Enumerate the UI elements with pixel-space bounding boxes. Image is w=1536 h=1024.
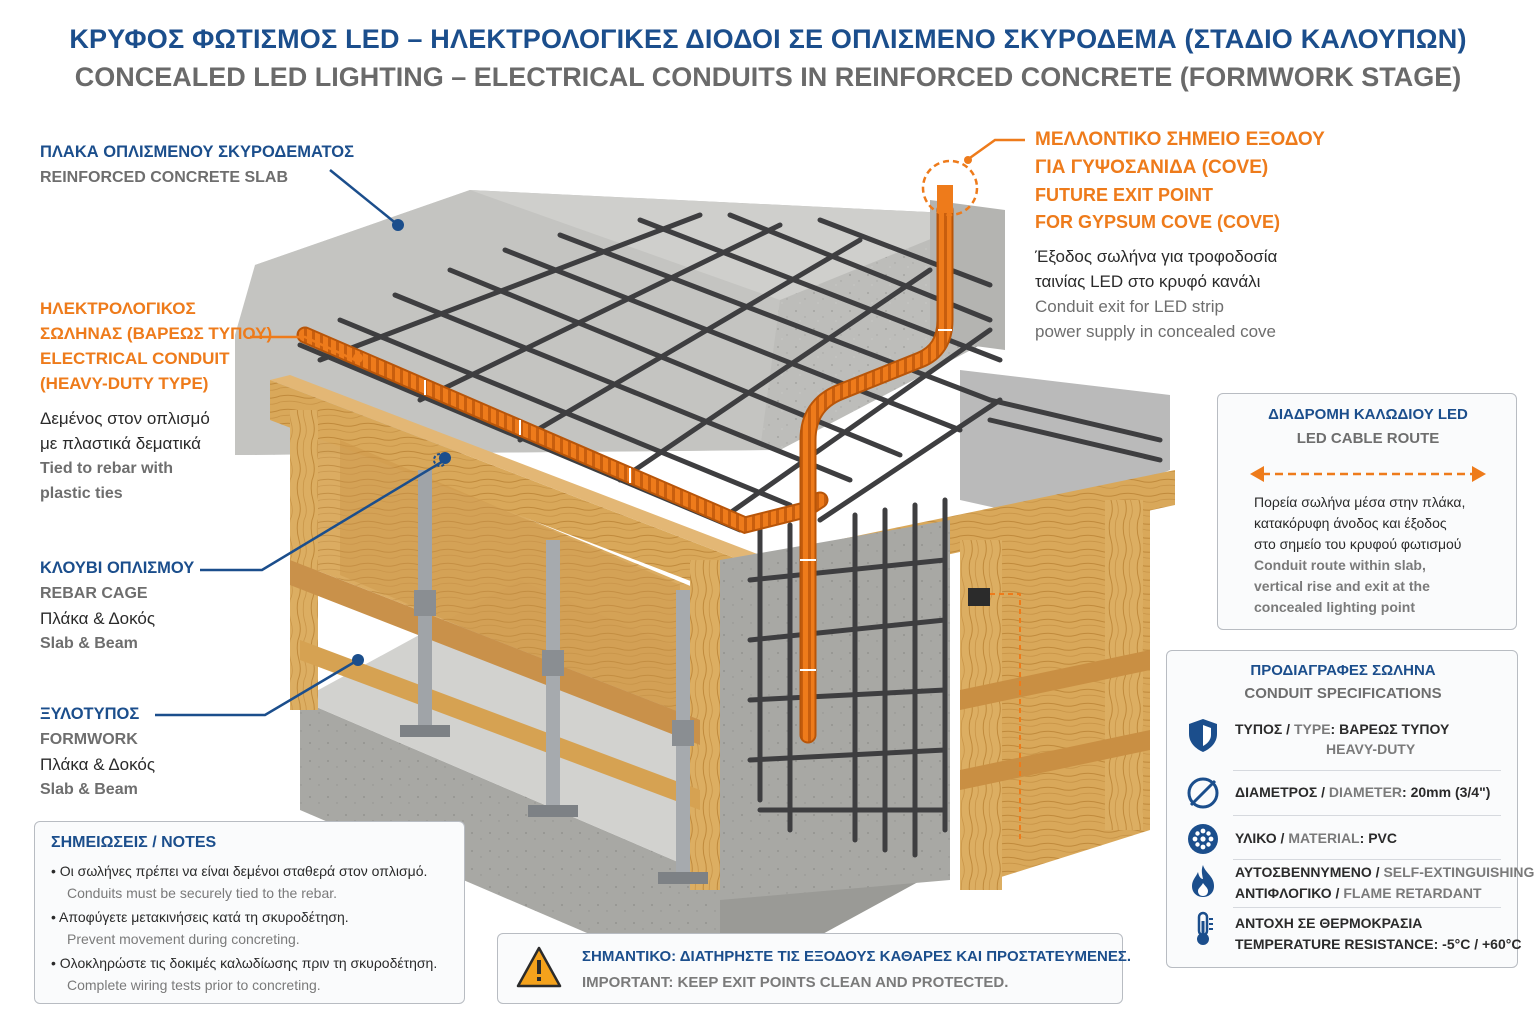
note-2-gr: Αποφύγετε μετακινήσεις κατά τη σκυροδέτη…	[59, 909, 349, 925]
diameter-icon	[1187, 777, 1219, 809]
route-desc-en-3: concealed lighting point	[1254, 599, 1415, 615]
spec-row-diameter: ΔΙΑΜΕΤΡΟΣ / DIAMETER: 20mm (3/4")	[1167, 773, 1517, 823]
blue-leaders	[155, 169, 446, 717]
spec-flame-gr: ΑΥΤΟΣΒΕΝΝΥΜΕΝΟ	[1235, 864, 1372, 880]
warning-icon	[516, 946, 562, 988]
note-1-en: Conduits must be securely tied to the re…	[67, 885, 338, 901]
label-rebar-cage: ΚΛΟΥΒΙ ΟΠΛΙΣΜΟΥ REBAR CAGE Πλάκα & Δοκός…	[40, 556, 194, 656]
spec-flame-en: SELF-EXTINGUISHING	[1383, 864, 1535, 880]
rebar-cage-vertical	[747, 397, 1163, 858]
route-desc-gr-3: στο σημείο του κρυφού φωτισμού	[1254, 536, 1462, 552]
spec-box-title-en: CONDUIT SPECIFICATIONS	[1244, 685, 1442, 702]
label-formwork-greek: ΞΥΛΟΤΥΠΟΣ	[40, 705, 140, 723]
route-desc-gr-1: Πορεία σωλήνα μέσα στην πλάκα,	[1254, 494, 1466, 510]
spec-diameter-value: 20mm (3/4")	[1410, 784, 1491, 800]
route-arrow-icon	[1250, 466, 1486, 482]
label-exit-english-1: FUTURE EXIT POINT	[1035, 185, 1214, 205]
label-exit-desc-gr-2: ταινίας LED στο κρυφό κανάλι	[1035, 272, 1261, 291]
warning-text-gr: ΣΗΜΑΝΤΙΚΟ: ΔΙΑΤΗΡΗΣΤΕ ΤΙΣ ΕΞΟΔΟΥΣ ΚΑΘΑΡΕ…	[582, 948, 1132, 965]
label-slab-greek: ΠΛΑΚΑ ΟΠΛΙΣΜΕΝΟΥ ΣΚΥΡΟΔΕΜΑΤΟΣ	[40, 143, 355, 161]
label-exit-desc-en-2: power supply in concealed cove	[1035, 322, 1276, 341]
note-1-gr: Οι σωλήνες πρέπει να είναι δεμένοι σταθε…	[59, 863, 428, 879]
flame-icon	[1192, 865, 1214, 897]
label-conduit-greek-1: ΗΛΕΚΤΡΟΛΟΓΙΚΟΣ	[40, 299, 196, 318]
label-exit-point: ΜΕΛΛΟΝΤΙΚΟ ΣΗΜΕΙΟ ΕΞΟΔΟΥ ΓΙΑ ΓΥΨΟΣΑΝΙΔΑ …	[1035, 126, 1325, 344]
thermometer-icon	[1197, 911, 1213, 945]
label-conduit-desc-en-1: Tied to rebar with	[40, 460, 174, 477]
spec-row-material: ΥΛΙΚΟ / MATERIAL: PVC	[1167, 815, 1517, 865]
spec-diameter-en: DIAMETER	[1328, 784, 1403, 800]
spec-temp-en: TEMPERATURE RESISTANCE	[1235, 936, 1434, 952]
label-exit-english-2: FOR GYPSUM COVE (COVE)	[1035, 212, 1281, 232]
rebar-grid	[297, 212, 1003, 533]
spec-box-title-gr: ΠΡΟΔΙΑΓΡΑΦΕΣ ΣΩΛΗΝΑ	[1250, 662, 1436, 679]
spec-temp-gr: ΑΝΤΟΧΗ ΣΕ ΘΕΡΜΟΚΡΑΣΙΑ	[1235, 915, 1423, 931]
warning-box: ΣΗΜΑΝΤΙΚΟ: ΔΙΑΤΗΡΗΣΤΕ ΤΙΣ ΕΞΟΔΟΥΣ ΚΑΘΑΡΕ…	[497, 933, 1131, 1004]
route-box-title-en: LED CABLE ROUTE	[1296, 430, 1440, 447]
spec-type-value2: HEAVY-DUTY	[1326, 741, 1416, 757]
route-box-title-gr: ΔΙΑΔΡΟΜΗ ΚΑΛΩΔΙΟΥ LED	[1268, 406, 1468, 423]
material-icon	[1188, 824, 1218, 854]
label-cage-english: REBAR CAGE	[40, 585, 148, 602]
page-title-english: CONCEALED LED LIGHTING – ELECTRICAL COND…	[74, 62, 1462, 92]
label-conduit-english-1: ELECTRICAL CONDUIT	[40, 349, 230, 368]
label-conduit-desc-gr-2: με πλαστικά δεματικά	[40, 434, 202, 453]
spec-type-value: ΒΑΡΕΩΣ ΤΥΠΟΥ	[1339, 721, 1450, 737]
shield-icon	[1189, 719, 1217, 752]
spec-row-temperature: ΑΝΤΟΧΗ ΣΕ ΘΕΡΜΟΚΡΑΣΙΑ TEMPERATURE RESIST…	[1167, 909, 1521, 959]
ground-slab-front	[300, 700, 720, 990]
spec-material-gr: ΥΛΙΚΟ	[1235, 830, 1277, 846]
label-exit-desc-en-1: Conduit exit for LED strip	[1035, 297, 1224, 316]
label-cage-sub-gr: Πλάκα & Δοκός	[40, 609, 156, 628]
notes-title: ΣΗΜΕΙΩΣΕΙΣ / NOTES	[51, 834, 217, 851]
route-box-desc: Πορεία σωλήνα μέσα στην πλάκα, κατακόρυφ…	[1254, 492, 1465, 618]
spec-temp-value: -5°C / +60°C	[1442, 936, 1522, 952]
route-desc-en-2: vertical rise and exit at the	[1254, 578, 1430, 594]
label-formwork-english: FORMWORK	[40, 731, 138, 748]
route-desc-gr-2: κατακόρυφη άνοδος και έξοδος	[1254, 515, 1447, 531]
spec-diameter-gr: ΔΙΑΜΕΤΡΟΣ	[1235, 784, 1318, 800]
label-slab-english: REINFORCED CONCRETE SLAB	[40, 169, 289, 186]
label-exit-greek-2: ΓΙΑ ΓΥΨΟΣΑΝΙΔΑ (COVE)	[1035, 157, 1269, 178]
label-conduit-desc-gr-1: Δεμένος στον οπλισμό	[40, 409, 210, 428]
label-exit-greek-1: ΜΕΛΛΟΝΤΙΚΟ ΣΗΜΕΙΟ ΕΞΟΔΟΥ	[1035, 129, 1325, 150]
label-exit-desc-gr-1: Έξοδος σωλήνα για τροφοδοσία	[1035, 247, 1278, 266]
label-formwork-sub-en: Slab & Beam	[40, 781, 138, 798]
spec-material-en: MATERIAL	[1288, 830, 1360, 846]
spec-type-gr: ΤΥΠΟΣ	[1235, 721, 1283, 737]
note-item-3: • Ολοκληρώστε τις δοκιμές καλωδίωσης πρι…	[51, 952, 437, 996]
label-conduit-desc-en-2: plastic ties	[40, 485, 123, 502]
label-formwork-sub-gr: Πλάκα & Δοκός	[40, 755, 156, 774]
steel-props	[400, 470, 708, 884]
electrical-conduit	[296, 185, 954, 744]
note-item-2: • Αποφύγετε μετακινήσεις κατά τη σκυροδέ…	[51, 906, 349, 950]
label-formwork: ΞΥΛΟΤΥΠΟΣ FORMWORK Πλάκα & Δοκός Slab & …	[40, 702, 155, 802]
label-conduit-greek-2: ΣΩΛΗΝΑΣ (ΒΑΡΕΩΣ ΤΥΠΟΥ)	[40, 324, 273, 343]
exit-point-marker	[921, 159, 979, 217]
cable-route-box: ΔΙΑΔΡΟΜΗ ΚΑΛΩΔΙΟΥ LED LED CABLE ROUTE Πο…	[1217, 393, 1517, 630]
page-title-greek: ΚΡΥΦΟΣ ΦΩΤΙΣΜΟΣ LED – ΗΛΕΚΤΡΟΛΟΓΙΚΕΣ ΔΙΟ…	[69, 24, 1467, 54]
spec-flame-gr2: ΑΝΤΙΦΛΟΓΙΚΟ	[1235, 885, 1332, 901]
conduit-spec-box: ΠΡΟΔΙΑΓΡΑΦΕΣ ΣΩΛΗΝΑ CONDUIT SPECIFICATIO…	[1166, 650, 1534, 968]
route-desc-en-1: Conduit route within slab,	[1254, 557, 1426, 573]
spec-type-en: TYPE	[1293, 721, 1331, 737]
note-3-gr: Ολοκληρώστε τις δοκιμές καλωδίωσης πριν …	[59, 955, 438, 971]
label-conduit-english-2: (HEAVY-DUTY TYPE)	[40, 374, 209, 393]
spec-flame-en2: FLAME RETARDANT	[1343, 885, 1482, 901]
label-cage-sub-en: Slab & Beam	[40, 635, 138, 652]
note-item-1: • Οι σωλήνες πρέπει να είναι δεμένοι στα…	[51, 860, 427, 904]
label-cage-greek: ΚΛΟΥΒΙ ΟΠΛΙΣΜΟΥ	[40, 559, 195, 577]
spec-material-value: PVC	[1368, 830, 1397, 846]
note-2-en: Prevent movement during concreting.	[67, 931, 300, 947]
label-slab: ΠΛΑΚΑ ΟΠΛΙΣΜΕΝΟΥ ΣΚΥΡΟΔΕΜΑΤΟΣ REINFORCED…	[40, 140, 354, 190]
notes-box: ΣΗΜΕΙΩΣΕΙΣ / NOTES • Οι σωλήνες πρέπει ν…	[34, 821, 465, 1004]
spec-row-flame: ΑΥΤΟΣΒΕΝΝΥΜΕΝΟ / SELF-EXTINGUISHING ΑΝΤΙ…	[1167, 859, 1534, 909]
note-3-en: Complete wiring tests prior to concretin…	[67, 977, 321, 993]
warning-text-en: IMPORTANT: KEEP EXIT POINTS CLEAN AND PR…	[582, 974, 1009, 991]
spec-row-type: ΤΥΠΟΣ / TYPE: ΒΑΡΕΩΣ ΤΥΠΟΥ HEAVY-DUTY	[1167, 715, 1517, 765]
label-conduit: ΗΛΕΚΤΡΟΛΟΓΙΚΟΣ ΣΩΛΗΝΑΣ (ΒΑΡΕΩΣ ΤΥΠΟΥ) EL…	[40, 296, 272, 506]
